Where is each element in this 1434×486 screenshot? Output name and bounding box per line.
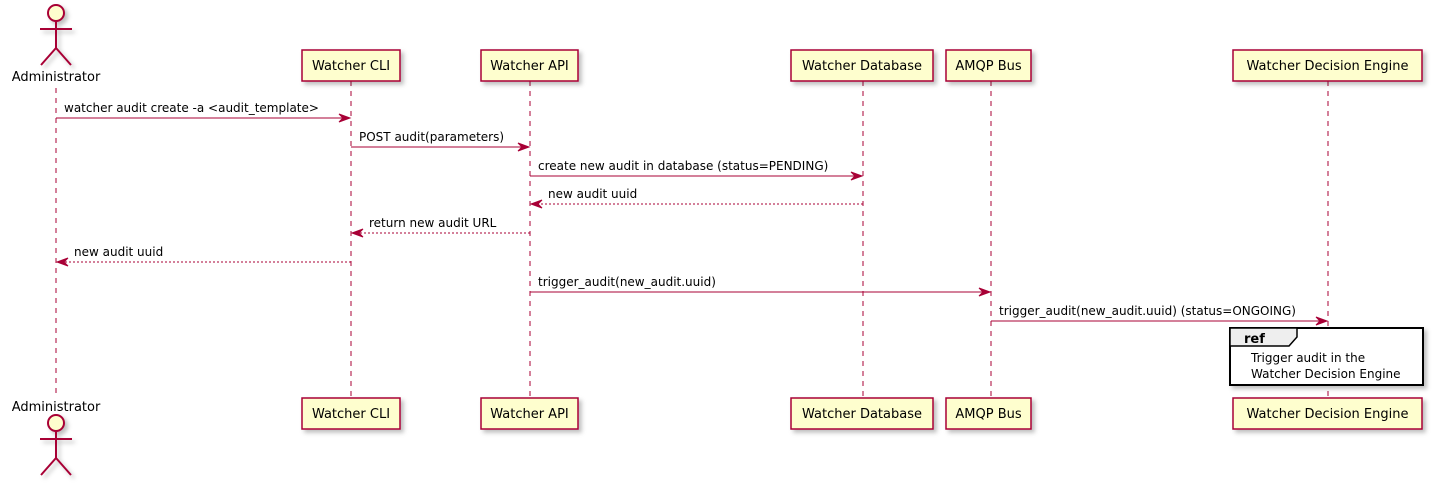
participant-label: Watcher Database: [802, 407, 922, 422]
message-label: create new audit in database (status=PEN…: [538, 159, 828, 173]
message-8: trigger_audit(new_audit.uuid) (status=ON…: [991, 304, 1329, 326]
message-label: trigger_audit(new_audit.uuid) (status=ON…: [999, 304, 1296, 318]
participant-box: [1232, 49, 1423, 82]
actor-icon: [40, 414, 72, 476]
participant-box: [790, 397, 934, 430]
arrowhead-icon: [350, 228, 364, 238]
arrowhead-icon: [850, 171, 864, 181]
api-bottom-box: Watcher API: [480, 397, 579, 430]
amqp-top-box: AMQP Bus: [945, 49, 1032, 82]
arrowhead-icon: [517, 142, 531, 152]
arrowhead-icon: [55, 257, 69, 267]
message-4: new audit uuid: [529, 187, 863, 209]
participant-box: [1232, 397, 1423, 430]
message-label: new audit uuid: [548, 187, 637, 201]
ref-frame: ref Trigger audit in the Watcher Decisio…: [1229, 327, 1424, 386]
db-bottom-box: Watcher Database: [790, 397, 934, 430]
api-top-box: Watcher API: [480, 49, 579, 82]
message-2: POST audit(parameters): [351, 130, 531, 152]
de-top-box: Watcher Decision Engine: [1232, 49, 1423, 82]
participant-label: Watcher API: [490, 407, 569, 422]
arrowhead-icon: [1315, 316, 1329, 326]
admin-top-actor: Administrator: [12, 4, 101, 85]
participant-label: Watcher Decision Engine: [1247, 59, 1409, 74]
message-label: trigger_audit(new_audit.uuid): [538, 275, 716, 289]
message-label: new audit uuid: [74, 245, 163, 259]
message-6: new audit uuid: [55, 245, 351, 267]
db-top-box: Watcher Database: [790, 49, 934, 82]
message-5: return new audit URL: [350, 216, 530, 238]
cli-top-box: Watcher CLI: [301, 49, 401, 82]
message-7: trigger_audit(new_audit.uuid): [530, 275, 992, 297]
participant-box: [790, 49, 934, 82]
message-3: create new audit in database (status=PEN…: [530, 159, 864, 181]
participant-box: [301, 49, 401, 82]
message-label: POST audit(parameters): [359, 130, 504, 144]
admin-bottom-actor: Administrator: [12, 400, 101, 476]
participant-label: AMQP Bus: [955, 407, 1021, 422]
cli-bottom-box: Watcher CLI: [301, 397, 401, 430]
de-bottom-box: Watcher Decision Engine: [1232, 397, 1423, 430]
amqp-bottom-box: AMQP Bus: [945, 397, 1032, 430]
participant-box: [945, 397, 1032, 430]
participant-box: [301, 397, 401, 430]
participant-label: Administrator: [12, 70, 101, 85]
arrowhead-icon: [338, 113, 352, 123]
actor-icon: [40, 4, 72, 66]
arrowhead-icon: [978, 287, 992, 297]
participant-label: Administrator: [12, 400, 101, 415]
participant-label: Watcher Database: [802, 59, 922, 74]
message-label: watcher audit create -a <audit_template>: [64, 101, 319, 115]
participant-box: [945, 49, 1032, 82]
ref-line-2: Watcher Decision Engine: [1251, 367, 1401, 381]
participant-box: [480, 397, 579, 430]
participant-label: Watcher API: [490, 59, 569, 74]
message-1: watcher audit create -a <audit_template>: [56, 101, 352, 123]
participant-label: Watcher CLI: [312, 59, 390, 74]
participant-label: Watcher Decision Engine: [1247, 407, 1409, 422]
participant-label: AMQP Bus: [955, 59, 1021, 74]
arrowhead-icon: [529, 199, 543, 209]
ref-tag: ref: [1244, 332, 1265, 347]
participant-box: [480, 49, 579, 82]
participant-label: Watcher CLI: [312, 407, 390, 422]
ref-line-1: Trigger audit in the: [1250, 351, 1365, 365]
message-label: return new audit URL: [369, 216, 497, 230]
